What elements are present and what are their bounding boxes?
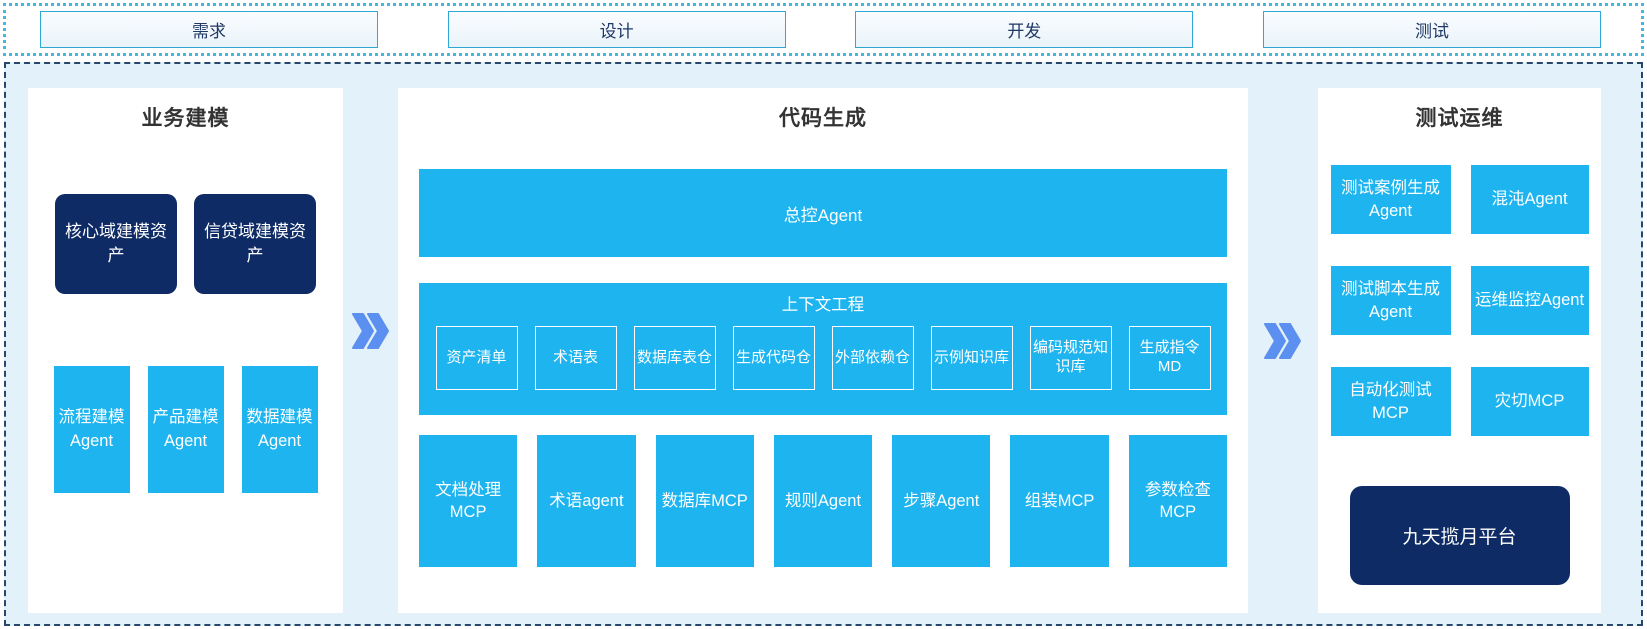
executor-row: 文档处理MCP 术语agent 数据库MCP 规则Agent 步骤Agent 组… xyxy=(419,435,1227,567)
node-assembly-mcp: 组装MCP xyxy=(1010,435,1109,567)
business-modeling-title: 业务建模 xyxy=(141,107,230,130)
modeling-asset-row: 核心域建模资产 信贷域建模资产 xyxy=(28,194,343,294)
node-generated-code-repo: 生成代码仓 xyxy=(732,326,815,390)
test-ops-title: 测试运维 xyxy=(1415,107,1504,130)
phase-label: 测试 xyxy=(1414,22,1449,41)
node-jiutian-lanyue-platform: 九天揽月平台 xyxy=(1349,486,1570,585)
flow-gap-left xyxy=(343,313,398,349)
node-glossary: 术语表 xyxy=(534,326,617,390)
flow-gap-right xyxy=(1248,323,1318,359)
node-param-check-mcp: 参数检查MCP xyxy=(1128,435,1227,567)
node-rule-agent: 规则Agent xyxy=(773,435,873,567)
node-data-modeling-agent: 数据建模Agent xyxy=(241,366,318,493)
phase-strip: 需求 设计 开发 测试 xyxy=(3,3,1644,56)
node-asset-list: 资产清单 xyxy=(435,326,518,390)
node-terminology-agent: 术语agent xyxy=(537,435,636,567)
phase-label: 开发 xyxy=(1007,22,1042,41)
node-chaos-agent: 混沌Agent xyxy=(1470,165,1589,234)
code-generation-panel: 代码生成 总控Agent 上下文工程 资产清单 术语表 数据库表仓 生成代码仓 … xyxy=(398,88,1248,613)
node-external-dependency-repo: 外部依赖仓 xyxy=(831,326,914,390)
context-item-row: 资产清单 术语表 数据库表仓 生成代码仓 外部依赖仓 示例知识库 编码规范知识库… xyxy=(419,326,1227,390)
code-generation-title: 代码生成 xyxy=(779,107,867,130)
business-modeling-panel: 业务建模 核心域建模资产 信贷域建模资产 流程建模Agent 产品建模Agent… xyxy=(28,88,343,613)
test-ops-panel: 测试运维 测试案例生成Agent 混沌Agent 测试脚本生成Agent 运维监… xyxy=(1318,88,1601,613)
phase-testing: 测试 xyxy=(1262,11,1601,48)
phase-requirements: 需求 xyxy=(40,11,378,48)
context-engineering-group: 上下文工程 资产清单 术语表 数据库表仓 生成代码仓 外部依赖仓 示例知识库 编… xyxy=(419,283,1227,415)
node-master-agent: 总控Agent xyxy=(419,169,1227,257)
modeling-agent-row: 流程建模Agent 产品建模Agent 数据建模Agent xyxy=(28,366,343,493)
chevron-right-icon xyxy=(1264,323,1301,359)
phase-label: 需求 xyxy=(192,22,226,41)
node-disaster-switch-mcp: 灾切MCP xyxy=(1470,367,1589,436)
node-coding-standard-knowledge-base: 编码规范知识库 xyxy=(1029,326,1112,390)
main-diagram: 业务建模 核心域建模资产 信贷域建模资产 流程建模Agent 产品建模Agent… xyxy=(4,62,1643,626)
node-example-knowledge-base: 示例知识库 xyxy=(930,326,1013,390)
node-doc-processing-mcp: 文档处理MCP xyxy=(419,435,518,567)
node-db-table-repo: 数据库表仓 xyxy=(633,326,716,390)
node-test-script-gen-agent: 测试脚本生成Agent xyxy=(1330,266,1451,335)
node-core-domain-assets: 核心域建模资产 xyxy=(55,194,177,294)
node-step-agent: 步骤Agent xyxy=(892,435,991,567)
node-process-modeling-agent: 流程建模Agent xyxy=(53,366,130,493)
phase-label: 设计 xyxy=(599,22,634,41)
node-auto-test-mcp: 自动化测试MCP xyxy=(1330,367,1451,436)
node-product-modeling-agent: 产品建模Agent xyxy=(147,366,224,493)
node-database-mcp: 数据库MCP xyxy=(655,435,754,567)
node-generation-instruction-md: 生成指令MD xyxy=(1128,326,1211,390)
node-ops-monitor-agent: 运维监控Agent xyxy=(1470,266,1589,335)
node-credit-domain-assets: 信贷域建模资产 xyxy=(194,194,316,294)
phase-design: 设计 xyxy=(447,11,786,48)
context-engineering-title: 上下文工程 xyxy=(781,296,865,314)
chevron-right-icon xyxy=(351,313,389,349)
phase-development: 开发 xyxy=(855,11,1194,48)
node-test-case-gen-agent: 测试案例生成Agent xyxy=(1330,165,1451,234)
test-ops-grid: 测试案例生成Agent 混沌Agent 测试脚本生成Agent 运维监控Agen… xyxy=(1318,165,1601,436)
